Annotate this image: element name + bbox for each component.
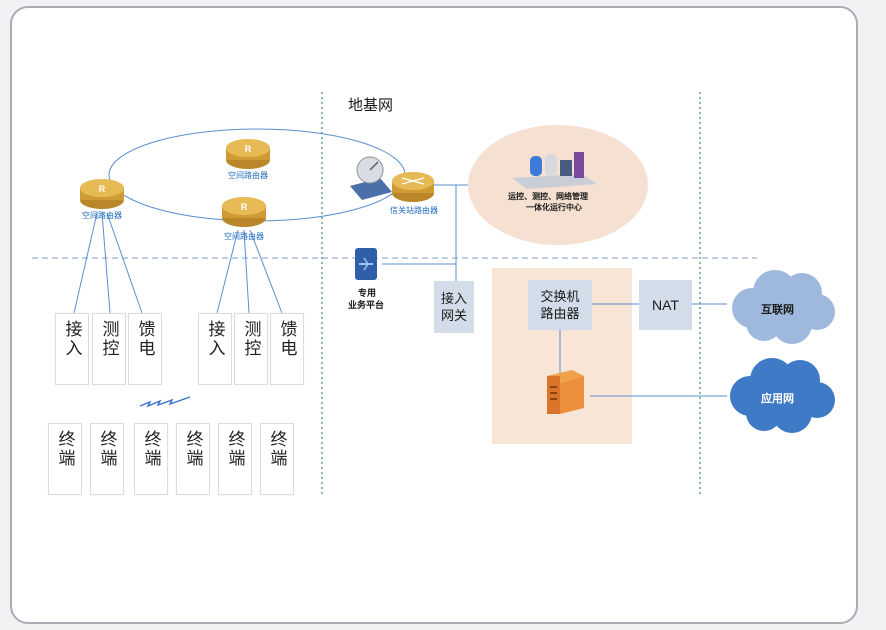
terminal-box-6-label: 终端 bbox=[267, 430, 287, 468]
nat-box: NAT bbox=[639, 280, 692, 330]
feeder-box-1: 馈电 bbox=[128, 313, 162, 385]
diagram-frame: 地基网 R R R bbox=[10, 6, 858, 624]
app-network-label: 应用网 bbox=[761, 393, 794, 405]
terminal-box-3: 终端 bbox=[134, 423, 168, 495]
router-icons: R R R bbox=[80, 139, 597, 414]
svg-text:R: R bbox=[245, 144, 252, 154]
feeder-box-2-label: 馈电 bbox=[277, 320, 297, 358]
app-cloud-shape bbox=[730, 358, 835, 433]
tracking-box-2: 测控 bbox=[234, 313, 268, 385]
space-router-label-bottom: 空间路由器 bbox=[224, 232, 264, 241]
space-router-icon-left: R bbox=[80, 179, 124, 209]
ground-network-title: 地基网 bbox=[348, 97, 394, 114]
space-router-label-top: 空间路由器 bbox=[228, 171, 268, 180]
nat-label: NAT bbox=[652, 297, 679, 313]
ops-center-label-line1: 运控、测控、网络管理 bbox=[508, 192, 588, 201]
terminal-box-1: 终端 bbox=[48, 423, 82, 495]
gateway-router-label: 信关站路由器 bbox=[390, 206, 438, 215]
space-router-icon-top: R bbox=[226, 139, 270, 169]
terminal-box-1-label: 终端 bbox=[55, 430, 75, 468]
tracking-box-1-label: 测控 bbox=[99, 320, 119, 358]
space-router-label-left: 空间路由器 bbox=[82, 211, 122, 220]
space-router-icon-bottom: R bbox=[222, 197, 266, 227]
wireless-link-icon bbox=[139, 396, 191, 408]
svg-text:R: R bbox=[241, 202, 248, 212]
switch-router-label: 交换机路由器 bbox=[540, 289, 580, 321]
router-fan-lines-right bbox=[216, 229, 283, 314]
ops-center-label-line2: 一体化运行中心 bbox=[526, 203, 582, 212]
app-server-icon bbox=[547, 370, 584, 414]
svg-text:R: R bbox=[99, 184, 106, 194]
ops-center-icon bbox=[512, 152, 597, 189]
router-fan-lines-left bbox=[73, 212, 143, 314]
terminal-box-5-label: 终端 bbox=[225, 430, 245, 468]
satellite-dish-icon bbox=[350, 156, 392, 200]
access-box-1-label: 接入 bbox=[62, 320, 82, 358]
access-gateway-box: 接入网关 bbox=[434, 281, 474, 333]
terminal-box-4-label: 终端 bbox=[183, 430, 203, 468]
platform-label-line1: 专用 bbox=[358, 288, 377, 298]
internet-cloud-shape bbox=[732, 270, 835, 344]
terminal-box-2: 终端 bbox=[90, 423, 124, 495]
gateway-router-icon bbox=[392, 172, 434, 202]
terminal-box-5: 终端 bbox=[218, 423, 252, 495]
tracking-box-1: 测控 bbox=[92, 313, 126, 385]
access-box-1: 接入 bbox=[55, 313, 89, 385]
feeder-box-2: 馈电 bbox=[270, 313, 304, 385]
access-box-2: 接入 bbox=[198, 313, 232, 385]
platform-label-line2: 业务平台 bbox=[348, 300, 385, 310]
internet-label: 互联网 bbox=[761, 304, 794, 316]
switch-router-box: 交换机路由器 bbox=[528, 280, 592, 330]
terminal-box-2-label: 终端 bbox=[97, 430, 117, 468]
access-gateway-label: 接入网关 bbox=[440, 291, 467, 323]
terminal-box-6: 终端 bbox=[260, 423, 294, 495]
tracking-box-2-label: 测控 bbox=[241, 320, 261, 358]
platform-server-icon bbox=[355, 248, 377, 280]
terminal-box-4: 终端 bbox=[176, 423, 210, 495]
access-box-2-label: 接入 bbox=[205, 320, 225, 358]
terminal-box-3-label: 终端 bbox=[141, 430, 161, 468]
connection-lines bbox=[32, 92, 835, 496]
feeder-box-1-label: 馈电 bbox=[135, 320, 155, 358]
